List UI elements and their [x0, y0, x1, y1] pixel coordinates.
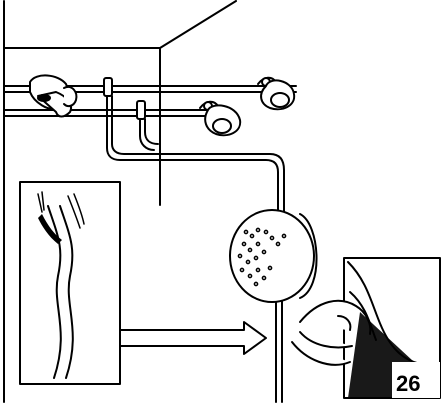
ceiling-junction-dome-icon	[229, 209, 318, 303]
wire-detail-inset-icon	[19, 181, 121, 385]
manual-page-turn-icon: 26	[291, 257, 441, 399]
cable-run	[106, 95, 285, 403]
page-number: 26	[396, 371, 420, 396]
room-walls	[3, 0, 237, 403]
wire-clamp-icon	[103, 77, 146, 120]
track-light-spotlight-icon	[29, 74, 296, 137]
arrow-right-icon	[119, 321, 267, 355]
